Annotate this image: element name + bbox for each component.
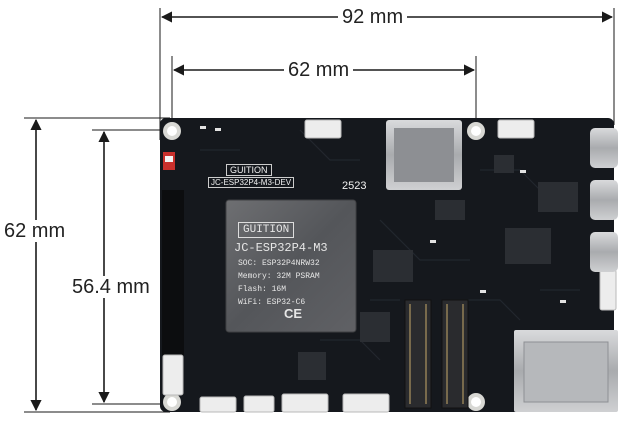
pin-header	[162, 190, 184, 355]
hole-spacing-x-label: 62 mm	[284, 59, 354, 81]
module-model: JC-ESP32P4-M3	[234, 241, 328, 255]
module-memory: Memory: 32M PSRAM	[238, 272, 320, 281]
esp32-p4-module: GUITION JC-ESP32P4-M3 SOC: ESP32P4NRW32 …	[226, 200, 356, 332]
height-62mm-label: 62 mm	[0, 220, 70, 242]
ce-mark: CE	[284, 306, 303, 321]
module-soc: SOC: ESP32P4NRW32	[238, 259, 320, 268]
module-flash: Flash: 16M	[238, 285, 287, 294]
board-name: JC-ESP32P4-M3-DEV	[208, 177, 295, 188]
module-wifi: WiFi: ESP32-C6	[238, 298, 306, 307]
module-brand: GUITION	[238, 222, 295, 238]
date-code: 2523	[342, 180, 367, 192]
mounting-holes	[163, 122, 485, 411]
board-logo: GUITION	[226, 164, 272, 176]
hole-spacing-y-label: 56.4 mm	[68, 276, 154, 298]
width-92mm-label: 92 mm	[338, 6, 408, 28]
